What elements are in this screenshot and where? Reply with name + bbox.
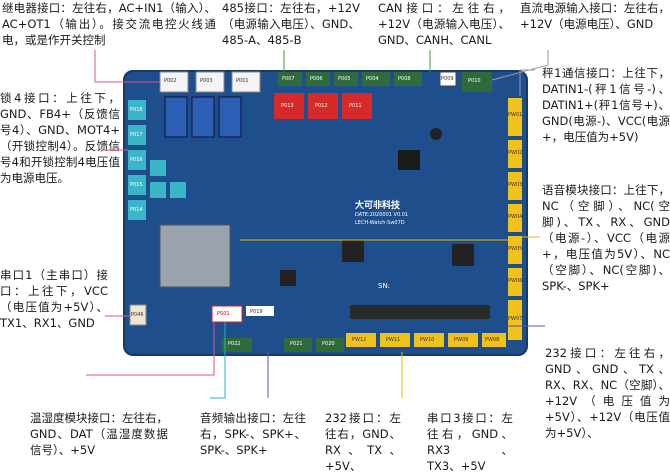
label-p006: P006 — [310, 76, 323, 82]
label-pw02: PW02 — [508, 150, 523, 156]
label-p003: P003 — [200, 78, 213, 84]
right-yellow-headers — [508, 98, 522, 340]
rs232-right-callout: 232接口：左往右，GND、GND、TX、RX、RX、NC（空脚）、+12V（电… — [545, 346, 670, 440]
label-pw05: PW05 — [508, 246, 523, 252]
label-ps01: PS01 — [217, 311, 230, 317]
board-brand: 大可非科技 — [355, 201, 401, 211]
bottom-yellow-headers — [346, 333, 506, 347]
board-model: LECH-Watch-Sw07D — [355, 220, 405, 226]
scale1-callout: 秤1通信接口：上往下，DATIN1-(秤1信号-)、DATIN1+(秤1信号+)… — [542, 66, 670, 144]
label-p021: P021 — [290, 341, 303, 347]
voice-callout: 语音模块接口：上往下，NC（空脚）、NC(空脚)、TX、RX、GND（电源-）、… — [542, 183, 670, 293]
label-p005: P005 — [338, 76, 351, 82]
uart1-connector — [129, 304, 147, 326]
label-p014: P014 — [130, 207, 143, 213]
can-callout: CAN接口：左往右，+12V（电源输入电压）、GND、CANH、CANL — [378, 1, 510, 47]
lock4-callout: 锁4接口：上往下，GND、FB4+（反馈信号4）、GND、MOT4+（开锁控制4… — [0, 91, 120, 185]
dc-power-callout: 直流电源输入接口：左往右，+12V（电源电压）、GND — [520, 1, 670, 31]
label-p011: P011 — [349, 103, 362, 109]
uart1-callout: 串口1（主串口）接口：上往下，VCC（电压值为+5V）、TX1、RX1、GND — [0, 268, 108, 330]
board-date: DATE:2020001 V0.01 — [355, 212, 409, 218]
label-p004: P004 — [366, 76, 379, 82]
red-headers — [274, 93, 372, 119]
label-pw01: PW01 — [508, 112, 523, 118]
label-p017: P017 — [130, 132, 143, 138]
label-p019: P019 — [250, 309, 263, 315]
label-p016: P016 — [130, 157, 143, 163]
label-p020: P020 — [322, 341, 335, 347]
label-pw11: PW11 — [386, 337, 401, 343]
left-headers — [128, 100, 186, 220]
rs485-callout: 485接口：左往右，+12V（电源输入电压）、GND、485-A、485-B — [222, 1, 360, 47]
board-sn: SN: — [378, 282, 391, 290]
label-pw03: PW03 — [508, 182, 523, 188]
label-p022: P022 — [228, 341, 241, 347]
label-p012: P012 — [315, 103, 328, 109]
label-p015: P015 — [130, 182, 143, 188]
label-p008: P008 — [398, 76, 411, 82]
label-p001: P001 — [236, 78, 249, 84]
label-pw06: PW06 — [508, 278, 523, 284]
label-p013: P013 — [281, 103, 294, 109]
relay-callout: 继电器接口：左往右，AC+IN1（输入）、AC+OT1（输出）。接交流电控火线通… — [2, 1, 216, 47]
top-green-headers — [278, 71, 492, 92]
leader-lines — [86, 50, 549, 399]
chips — [246, 128, 490, 319]
humidity-callout: 温湿度模块接口：左往右，GND、DAT（温湿度数据信号）、+5V — [30, 411, 168, 457]
label-p009: P009 — [441, 76, 454, 82]
relays — [164, 96, 242, 138]
label-pw12: PW12 — [352, 337, 367, 343]
label-p007: P007 — [282, 76, 295, 82]
label-p002: P002 — [164, 78, 177, 84]
audio-out-callout: 音频输出接口：左往右，SPK-、SPK+、SPK-、SPK+ — [200, 411, 306, 457]
uart3-callout: 串口3接口：左往右，GND、RX3、TX3、+5V — [427, 411, 513, 473]
label-pw07: PW07 — [508, 316, 523, 322]
gsm-module — [159, 224, 231, 288]
label-p010: P010 — [468, 78, 481, 84]
rs232-bottom-callout: 232接口：左往右，GND、RX、TX、+5V、 — [325, 411, 401, 473]
label-pw04: PW04 — [508, 214, 523, 220]
label-pw08: PW08 — [485, 337, 500, 343]
label-p046: P046 — [131, 312, 144, 318]
label-pw10: PW10 — [420, 337, 435, 343]
bottom-green-headers — [222, 338, 344, 352]
top-white-connectors — [159, 71, 261, 93]
label-pw09: PW09 — [454, 337, 469, 343]
label-p018: P018 — [130, 107, 143, 113]
